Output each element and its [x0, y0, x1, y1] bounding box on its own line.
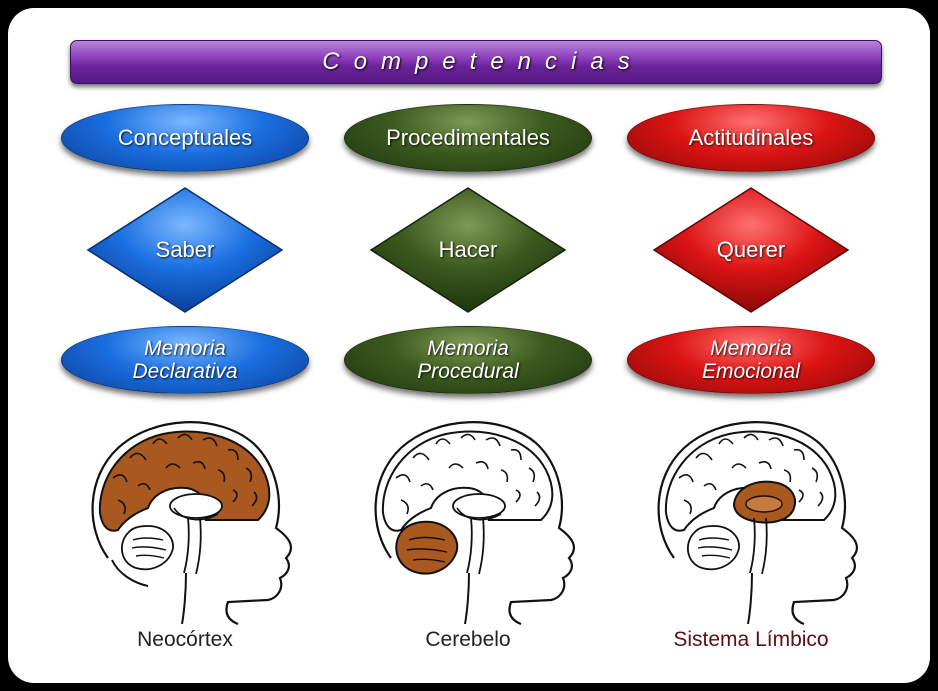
- brain-neocortex-icon: [91, 421, 293, 626]
- verb-label: Querer: [716, 237, 786, 262]
- memory-label-line1: Memoria: [427, 337, 509, 360]
- caption-cerebelo: Cerebelo: [425, 628, 511, 651]
- memory-label-line1: Memoria: [710, 337, 792, 360]
- category-actitudinales: Actitudinales: [627, 104, 875, 172]
- category-label: Procedimentales: [386, 125, 550, 150]
- verb-diamond-saber: Saber: [85, 184, 285, 316]
- slide-title: Competencias: [322, 48, 644, 75]
- verb-label: Hacer: [438, 237, 498, 262]
- memory-emocional: Memoria Emocional: [627, 326, 875, 394]
- caption-neocortex: Neocórtex: [137, 628, 233, 651]
- category-label: Conceptuales: [117, 125, 253, 150]
- memory-label-line2: Declarativa: [132, 360, 238, 383]
- memory-label-line1: Memoria: [144, 337, 226, 360]
- slide-card: Competencias Conceptuales Procedimentale…: [8, 8, 930, 683]
- memory-label-line2: Procedural: [417, 360, 519, 383]
- title-bar: Competencias: [70, 40, 882, 84]
- caption-sistema-limbico: Sistema Límbico: [673, 628, 829, 651]
- memory-label-line2: Emocional: [701, 360, 801, 383]
- diamond-shape: [652, 187, 850, 313]
- brain-limbic-icon: [657, 421, 859, 626]
- category-label: Actitudinales: [688, 125, 814, 150]
- category-procedimentales: Procedimentales: [344, 104, 592, 172]
- verb-diamond-querer: Querer: [651, 184, 851, 316]
- memory-declarativa: Memoria Declarativa: [61, 326, 309, 394]
- memory-procedural: Memoria Procedural: [344, 326, 592, 394]
- diamond-shape: [369, 187, 567, 313]
- verb-diamond-hacer: Hacer: [368, 184, 568, 316]
- brain-cerebellum-icon: [374, 421, 576, 626]
- category-conceptuales: Conceptuales: [61, 104, 309, 172]
- diamond-shape: [86, 187, 284, 313]
- verb-label: Saber: [155, 237, 215, 262]
